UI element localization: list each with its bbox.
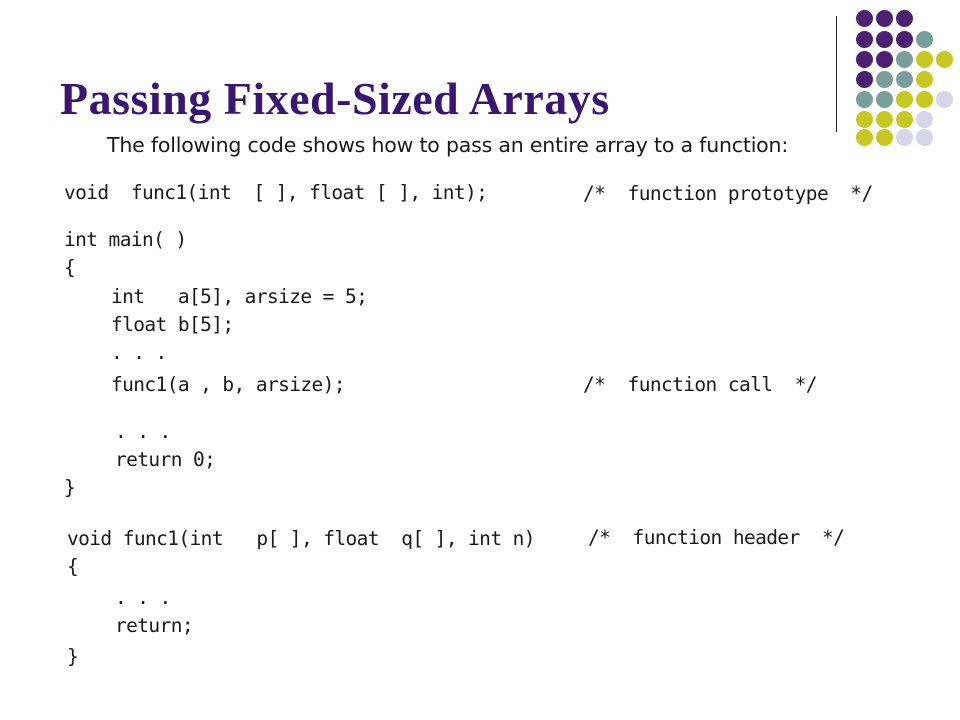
code-line-ellipsis: . . .: [115, 586, 171, 609]
decor-dot: [896, 71, 913, 88]
code-line-return-zero: return 0;: [115, 448, 216, 471]
decor-dot: [856, 51, 873, 68]
code-line-return: return;: [115, 614, 194, 637]
code-line-function-call: func1(a , b, arsize);: [111, 373, 346, 396]
code-line-main-close-brace: }: [64, 476, 76, 499]
decor-dot: [916, 71, 933, 88]
decor-dot: [876, 31, 893, 48]
decor-dot: [896, 111, 913, 128]
decor-dot: [916, 31, 933, 48]
decor-dot: [936, 91, 953, 108]
decor-dot: [856, 31, 873, 48]
code-line-function-header: void func1(int p[ ], float q[ ], int n): [67, 527, 535, 550]
decor-dot: [856, 129, 873, 146]
decor-dot: [876, 51, 893, 68]
decor-dot: [896, 31, 913, 48]
code-line-func-open-brace: {: [67, 555, 79, 578]
code-comment-header: /* function header */: [588, 526, 845, 549]
decor-dot: [896, 129, 913, 146]
code-line-main-open-brace: {: [64, 256, 76, 279]
code-comment-call: /* function call */: [583, 373, 818, 396]
decor-dot: [916, 129, 933, 146]
code-line-int-declaration: int a[5], arsize = 5;: [111, 285, 368, 308]
decorative-dot-grid: [840, 10, 960, 146]
code-line-ellipsis: . . .: [115, 420, 171, 443]
slide-title: Passing Fixed-Sized Arrays: [60, 73, 610, 124]
title-divider-line: [836, 16, 837, 132]
decor-dot: [876, 111, 893, 128]
decor-dot: [876, 129, 893, 146]
code-line-prototype: void func1(int [ ], float [ ], int);: [64, 181, 488, 204]
decor-dot: [856, 91, 873, 108]
code-line-main-signature: int main( ): [64, 228, 187, 251]
decor-dot: [876, 71, 893, 88]
decor-dot: [896, 10, 913, 27]
decor-dot: [856, 111, 873, 128]
code-line-ellipsis: . . .: [111, 341, 167, 364]
decor-dot: [856, 10, 873, 27]
code-line-func-close-brace: }: [67, 645, 79, 668]
code-line-float-declaration: float b[5];: [111, 313, 234, 336]
decor-dot: [916, 51, 933, 68]
intro-text: The following code shows how to pass an …: [107, 133, 789, 157]
decor-dot: [896, 91, 913, 108]
decor-dot: [856, 71, 873, 88]
decor-dot: [936, 51, 953, 68]
decor-dot: [876, 10, 893, 27]
decor-dot: [916, 91, 933, 108]
decor-dot: [916, 111, 933, 128]
decor-dot: [896, 51, 913, 68]
decor-dot: [876, 91, 893, 108]
code-comment-prototype: /* function prototype */: [583, 182, 873, 205]
